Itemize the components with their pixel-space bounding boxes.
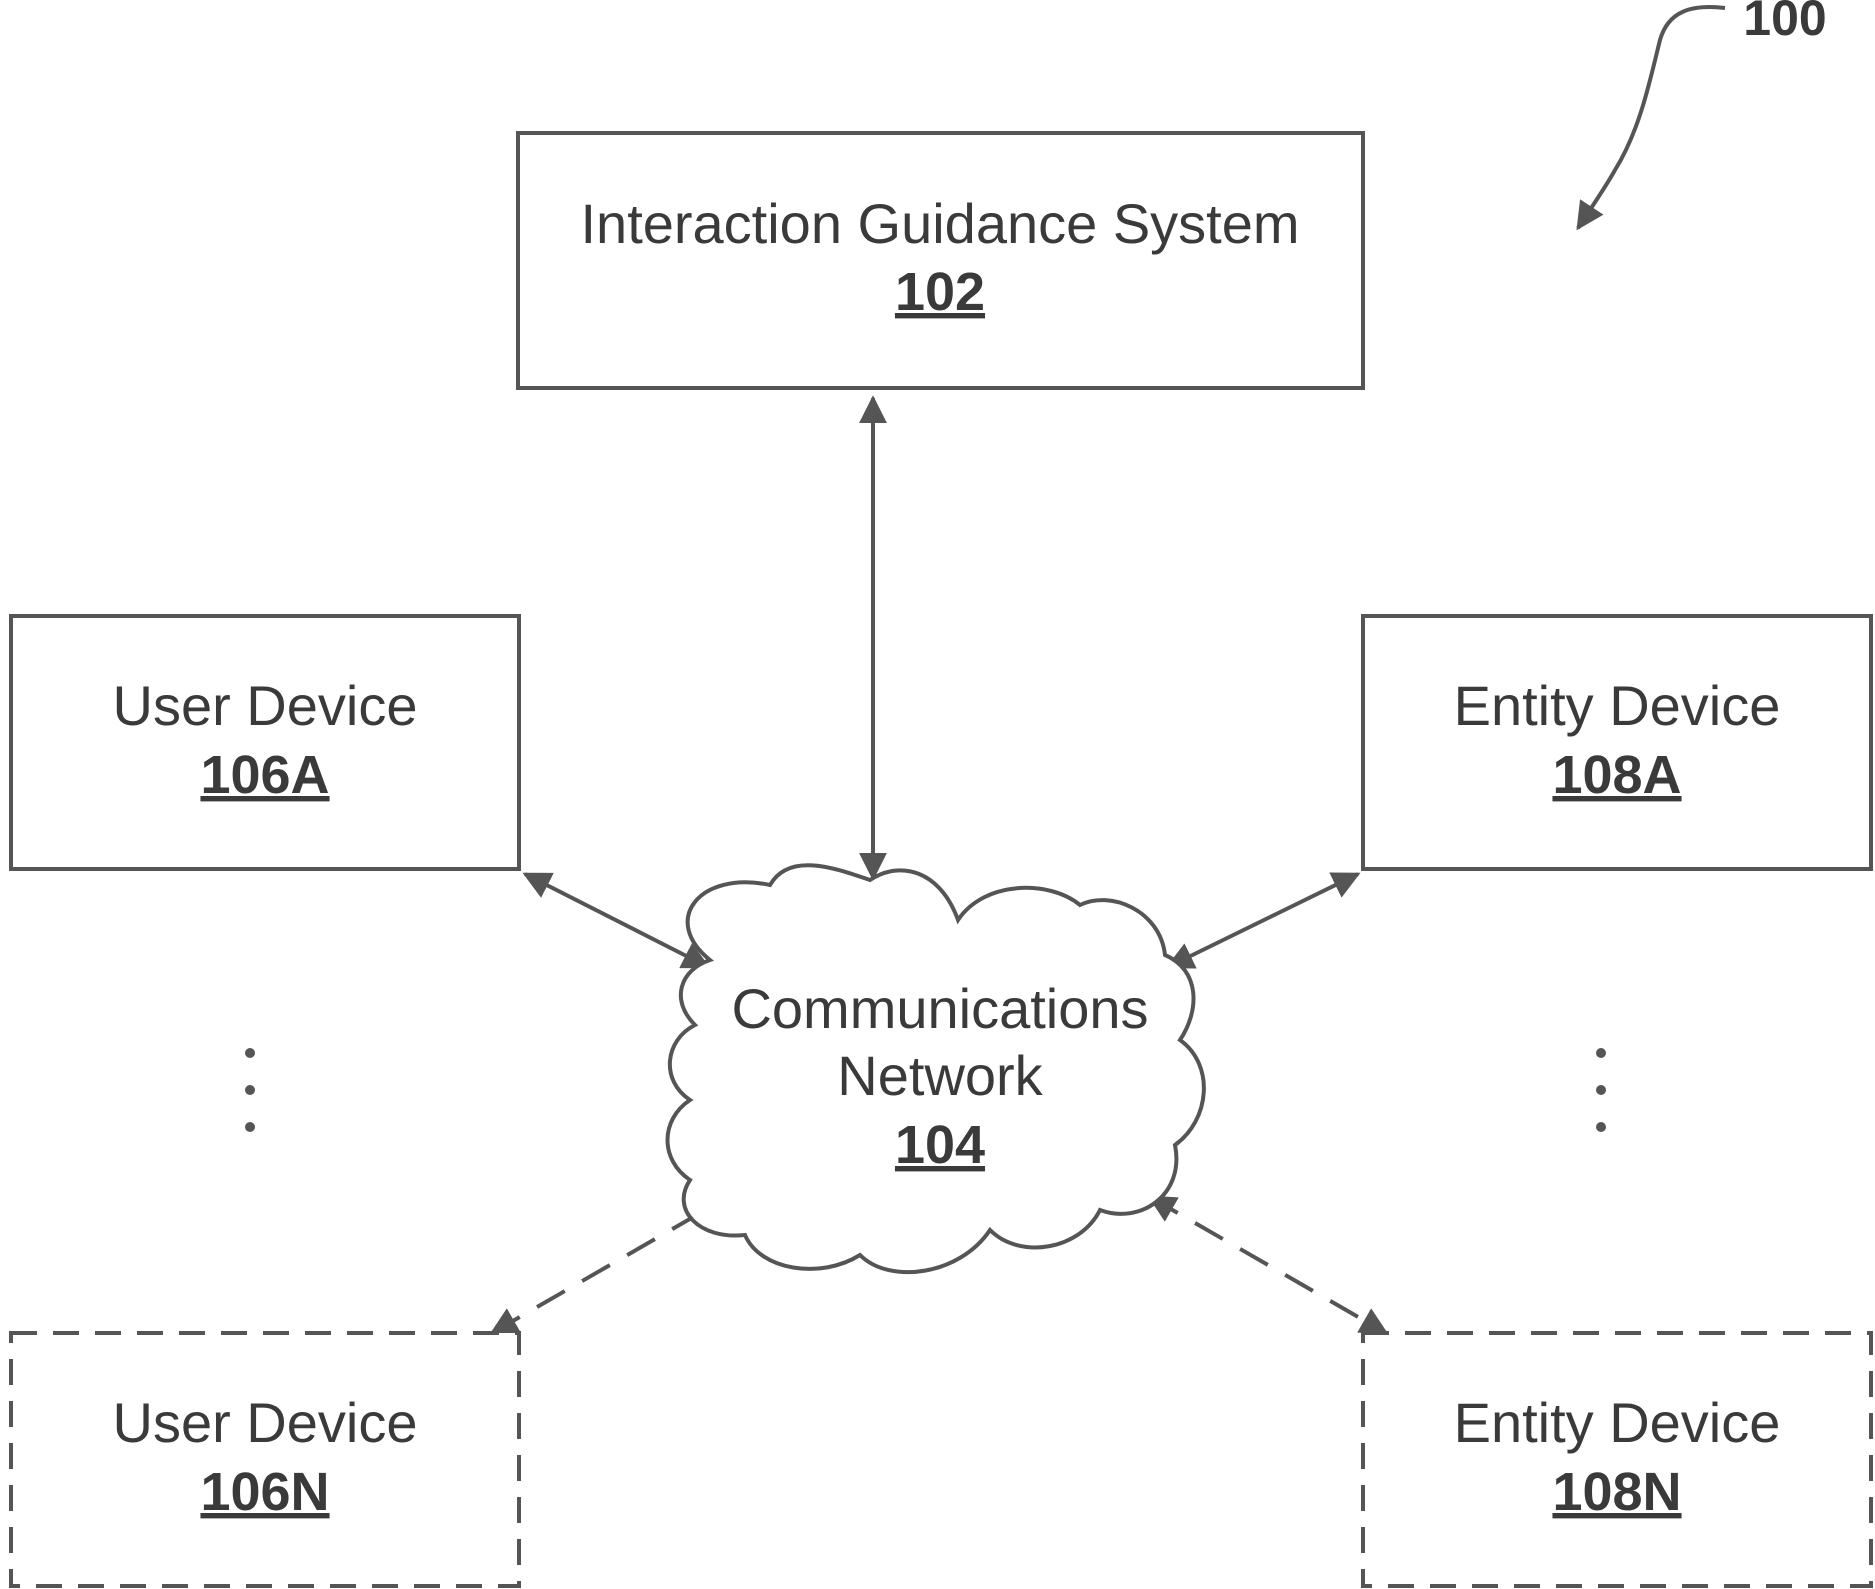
user-device-a-box xyxy=(11,616,519,869)
entity-device-a-ref: 108A xyxy=(1552,745,1681,805)
interaction-guidance-system-ref: 102 xyxy=(895,262,985,322)
user-device-a-label: User Device xyxy=(113,674,418,737)
user-device-n-ref: 106N xyxy=(200,1462,329,1522)
user-devices-ellipsis xyxy=(245,1048,255,1132)
entity-device-a-box xyxy=(1363,616,1871,869)
user-device-n-node: User Device 106N xyxy=(11,1333,519,1586)
communications-network-ref: 104 xyxy=(895,1115,985,1175)
user-device-n-box xyxy=(11,1333,519,1586)
connection-entity-device-a-network xyxy=(1168,874,1358,967)
user-device-a-node: User Device 106A xyxy=(11,616,519,869)
communications-network-label-line1: Communications xyxy=(731,977,1148,1040)
figure-reference-leader-arrow xyxy=(1578,7,1725,228)
entity-device-a-label: Entity Device xyxy=(1454,674,1781,737)
communications-network-node: Communications Network 104 xyxy=(668,865,1204,1272)
interaction-guidance-system-box xyxy=(518,133,1363,388)
user-device-a-ref: 106A xyxy=(200,745,329,805)
communications-network-label-line2: Network xyxy=(837,1044,1043,1107)
entity-device-n-ref: 108N xyxy=(1552,1462,1681,1522)
entity-device-n-node: Entity Device 108N xyxy=(1363,1333,1871,1586)
interaction-guidance-system-node: Interaction Guidance System 102 xyxy=(518,133,1363,388)
entity-device-n-label: Entity Device xyxy=(1454,1391,1781,1454)
connection-entity-device-n-network xyxy=(1150,1197,1386,1333)
user-device-n-label: User Device xyxy=(113,1391,418,1454)
figure-reference-number: 100 xyxy=(1743,0,1826,46)
connection-user-device-a-network xyxy=(525,874,708,967)
entity-device-a-node: Entity Device 108A xyxy=(1363,616,1871,869)
figure-reference: 100 xyxy=(1578,0,1827,228)
interaction-guidance-system-label: Interaction Guidance System xyxy=(580,192,1299,255)
entity-device-n-box xyxy=(1363,1333,1871,1586)
entity-devices-ellipsis xyxy=(1596,1048,1606,1132)
